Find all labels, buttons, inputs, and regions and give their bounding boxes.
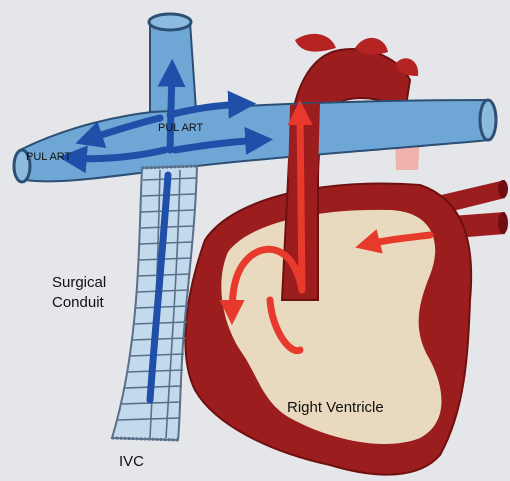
surgical-conduit-label-line1: Surgical (52, 274, 106, 291)
ivc-label: IVC (119, 453, 144, 470)
pulmonary-artery-right-opening (480, 100, 496, 140)
upward-flow-arrow (170, 70, 172, 150)
pulmonary-artery-top-opening (149, 14, 191, 30)
right-ventricle-label: Right Ventricle (287, 399, 384, 416)
surgical-conduit-label-line2: Conduit (52, 294, 105, 311)
pul-art-label-left: PUL ART (26, 151, 72, 163)
pul-art-label-right: PUL ART (158, 122, 204, 134)
outflow-arrow (300, 110, 302, 290)
heart (185, 138, 471, 475)
